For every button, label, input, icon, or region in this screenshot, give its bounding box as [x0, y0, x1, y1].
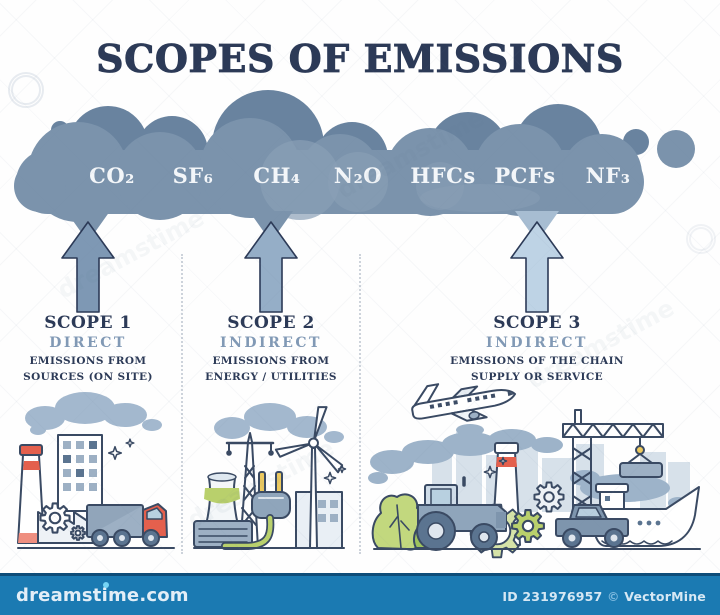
watermark-ring-icon: [686, 224, 716, 254]
section-divider: [359, 254, 361, 554]
gas-label-pcfs: PCFs: [494, 163, 556, 188]
power-plug-icon: [221, 471, 291, 550]
scope3-arrow-icon: [510, 221, 564, 313]
section-divider: [181, 254, 183, 554]
scope1-arrow-icon: [61, 221, 115, 313]
scope3-description: EMISSIONS OF THE CHAIN SUPPLY OR SERVICE: [450, 355, 624, 383]
scope1-type: DIRECT: [49, 335, 127, 351]
emissions-cloud-icon: [14, 90, 695, 242]
gas-label-hfcs: HFCs: [410, 163, 476, 188]
scope3-type: INDIRECT: [486, 335, 588, 351]
watermark-bar: dreamstime.com ID 231976957 © VectorMine: [0, 573, 720, 615]
scope2-arrow-icon: [244, 221, 298, 313]
scope3-block: SCOPE 3 INDIRECT EMISSIONS OF THE CHAIN …: [422, 313, 652, 386]
logo-dot-icon: [103, 582, 109, 588]
tractor-icon: [416, 476, 507, 551]
scope2-title: SCOPE 2: [227, 313, 315, 333]
scope2-block: SCOPE 2 INDIRECT EMISSIONS FROM ENERGY /…: [175, 313, 367, 386]
sparkle-icon: [107, 438, 135, 461]
image-credit: ID 231976957 © VectorMine: [502, 589, 706, 604]
credit-name: VectorMine: [624, 589, 706, 604]
scope2-energy-scene: [193, 403, 347, 550]
scope1-block: SCOPE 1 DIRECT EMISSIONS FROM SOURCES (O…: [0, 313, 184, 386]
scope2-description: EMISSIONS FROM ENERGY / UTILITIES: [205, 355, 337, 383]
gas-label-n2o: N₂O: [333, 163, 383, 188]
gas-label-sf6: SF₆: [172, 163, 214, 188]
gas-label-co2: CO₂: [89, 163, 135, 188]
delivery-truck-icon: [86, 503, 168, 547]
gas-label-nf3: NF₃: [585, 163, 631, 188]
gear-icon: [511, 481, 565, 543]
copyright-symbol: ©: [607, 589, 620, 604]
watermark-ring-icon: [8, 72, 44, 108]
scope2-type: INDIRECT: [220, 335, 322, 351]
office-building-icon: [57, 434, 103, 512]
airplane-icon: [411, 383, 517, 422]
scope1-title: SCOPE 1: [44, 313, 132, 333]
scope3-title: SCOPE 3: [493, 313, 581, 333]
scope1-factory-scene: [17, 392, 175, 549]
gas-label-ch4: CH₄: [253, 163, 301, 188]
scope3-supply-chain-scene: [368, 383, 701, 559]
gear-icon: [39, 502, 86, 541]
scope1-description: EMISSIONS FROM SOURCES (ON SITE): [23, 355, 153, 383]
pickup-truck-icon: [555, 504, 629, 548]
dreamstime-logo: dreamstime.com: [16, 582, 189, 606]
building-icon: [295, 491, 343, 549]
image-id: ID 231976957: [502, 589, 603, 604]
page-title: SCOPES OF EMISSIONS: [96, 36, 624, 82]
